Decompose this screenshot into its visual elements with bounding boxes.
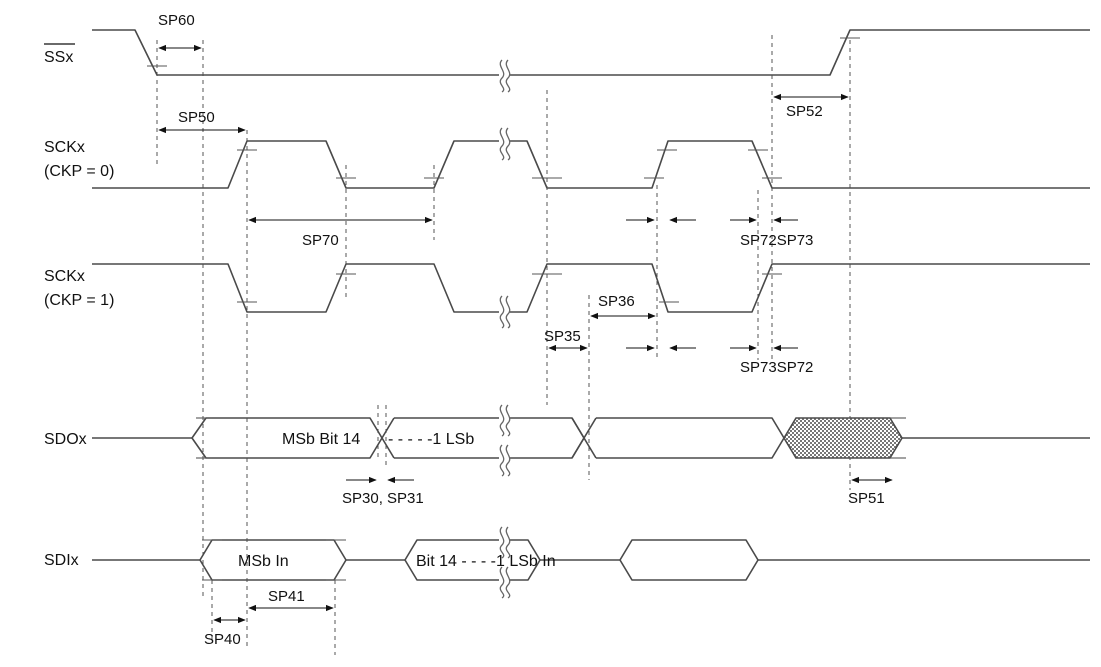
sckx-ckp1-cond: (CKP = 1) [44,292,114,309]
sdi-rest-label: Bit 14 - - - -1 LSb In [416,553,556,570]
sdix-label: SDIx [44,552,79,569]
time-break-marks [499,59,511,599]
sp40-label: SP40 [204,631,241,648]
sp51-label: SP51 [848,490,885,507]
sp72-sp73-top-label: SP72SP73 [740,232,813,249]
sp30-sp31-label: SP30, SP31 [342,490,424,507]
sckx-ckp0-label: SCKx [44,139,85,156]
sp73-sp72-bottom-label: SP73SP72 [740,359,813,376]
sp70-label: SP70 [302,232,339,249]
sp60-label: SP60 [158,12,195,29]
sckx-ckp0-cond: (CKP = 0) [44,163,114,180]
sckx-ckp0-waveform [92,140,1090,189]
sckx-ckp1-label: SCKx [44,268,85,285]
sdox-label: SDOx [44,431,87,448]
sp50-label: SP50 [178,109,215,126]
ssx-label: SSx [44,49,73,66]
sckx-ckp1-waveform [92,263,1090,313]
sdi-msb-label: MSb In [238,553,289,570]
timing-labels: SP60 SP50 SP52 SP70 SP72SP73 SP36 SP35 S… [158,12,885,648]
sdox-waveform [92,417,1090,459]
sp35-label: SP35 [544,328,581,345]
signal-names: SSx SCKx (CKP = 0) SCKx (CKP = 1) SDOx S… [44,43,114,569]
sdo-lsb-label: - - - - -1 LSb [388,431,474,448]
sp41-label: SP41 [268,588,305,605]
ssx-waveform [92,29,1090,76]
sp52-label: SP52 [786,103,823,120]
timing-arrows [158,44,893,624]
sdo-msb-label: MSb Bit 14 [282,431,360,448]
data-labels: MSb Bit 14 - - - - -1 LSb MSb In Bit 14 … [238,431,556,570]
sdix-waveform [92,539,1090,581]
sp36-label: SP36 [598,293,635,310]
